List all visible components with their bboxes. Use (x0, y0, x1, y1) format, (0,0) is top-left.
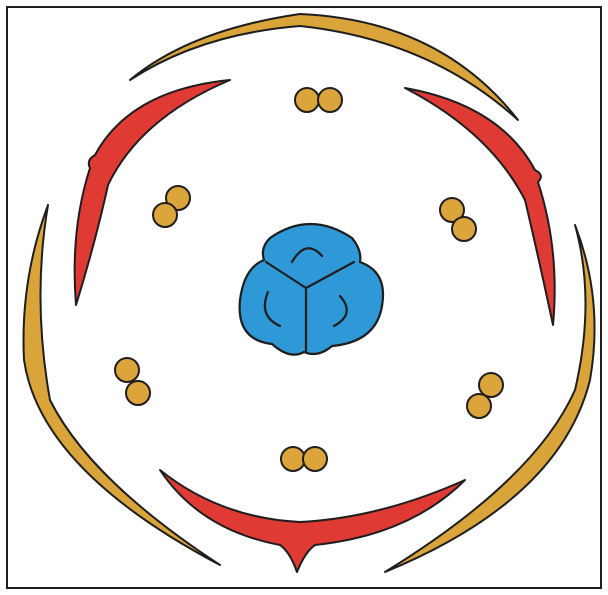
floral-diagram-canvas (0, 0, 608, 595)
floral-diagram (0, 0, 608, 595)
